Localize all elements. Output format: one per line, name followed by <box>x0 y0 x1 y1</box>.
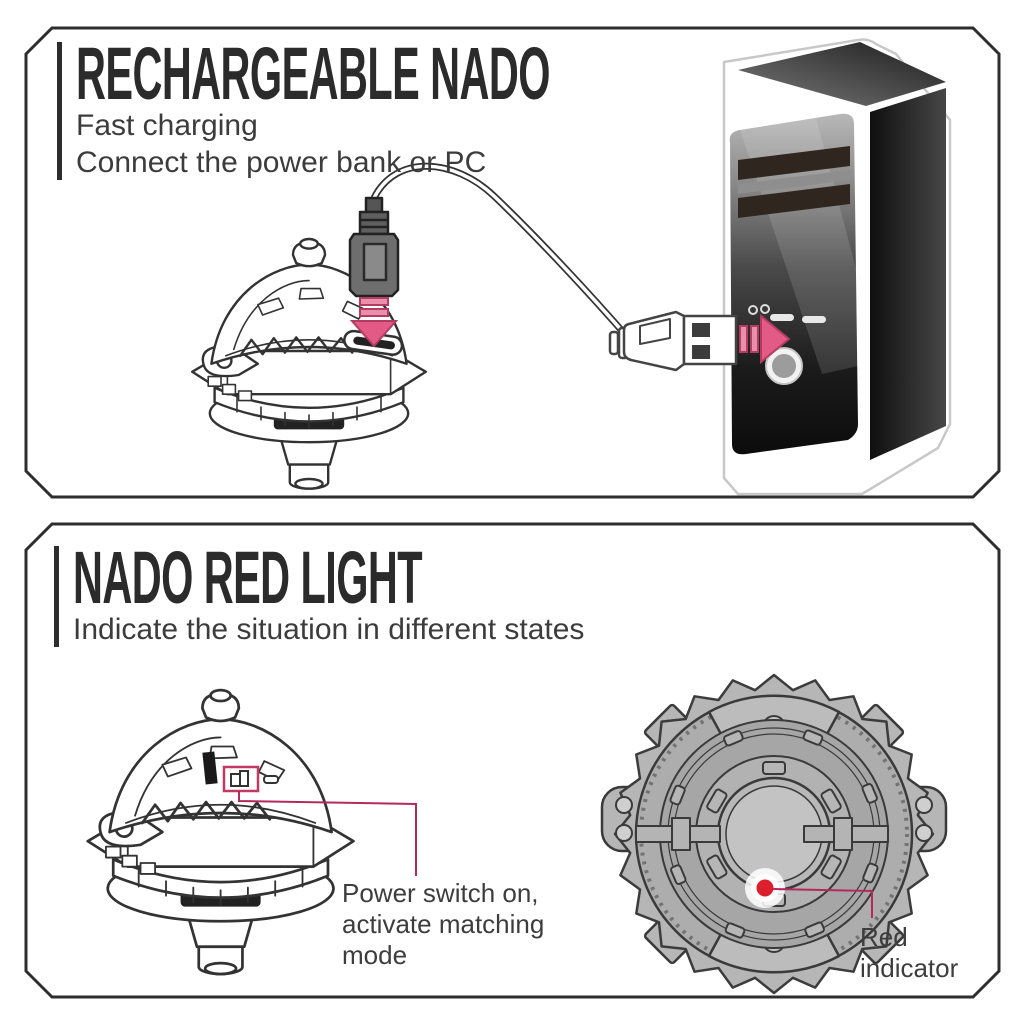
nado-side-illustration <box>86 688 417 976</box>
page-title: RECHARGEABLE NADO <box>76 32 551 115</box>
red-indicator-dot <box>745 868 785 908</box>
usb-a-plug <box>608 310 738 372</box>
panel-rechargeable-nado: RECHARGEABLE NADO Fast charging Connect … <box>24 26 1001 499</box>
power-switch-callout-line <box>238 791 417 876</box>
micro-usb-plug <box>348 196 400 298</box>
antenna-stud <box>202 751 218 785</box>
red-light-illustration <box>24 522 1001 999</box>
subtitle-line: Connect the power bank or PC <box>76 146 487 179</box>
usb-cable <box>370 162 633 343</box>
insert-down-arrow-icon <box>349 297 399 348</box>
power-switch-highlight <box>222 765 260 793</box>
red-light-title-block: NADO RED LIGHT Indicate the situation in… <box>54 536 696 647</box>
subtitle-line: Fast charging <box>76 109 258 142</box>
power-switch <box>230 770 279 787</box>
power-button <box>765 347 803 385</box>
subtitle-line: Indicate the situation in different stat… <box>73 613 585 646</box>
insert-right-arrow-icon <box>739 313 791 365</box>
power-switch-label: Power switch on, activate matching mode <box>342 878 545 970</box>
red-indicator-callout-line <box>772 888 873 918</box>
recharge-illustration <box>24 26 1001 499</box>
nado-top-view-illustration <box>600 673 948 995</box>
panel-nado-red-light: NADO RED LIGHT Indicate the situation in… <box>24 522 1001 999</box>
recharge-title-block: RECHARGEABLE NADO Fast charging Connect … <box>57 32 922 180</box>
red-indicator-label: Red indicator <box>860 922 959 983</box>
page-title: NADO RED LIGHT <box>73 536 423 619</box>
pc-tower-illustration <box>722 38 952 496</box>
front-usb-ports <box>748 304 826 323</box>
